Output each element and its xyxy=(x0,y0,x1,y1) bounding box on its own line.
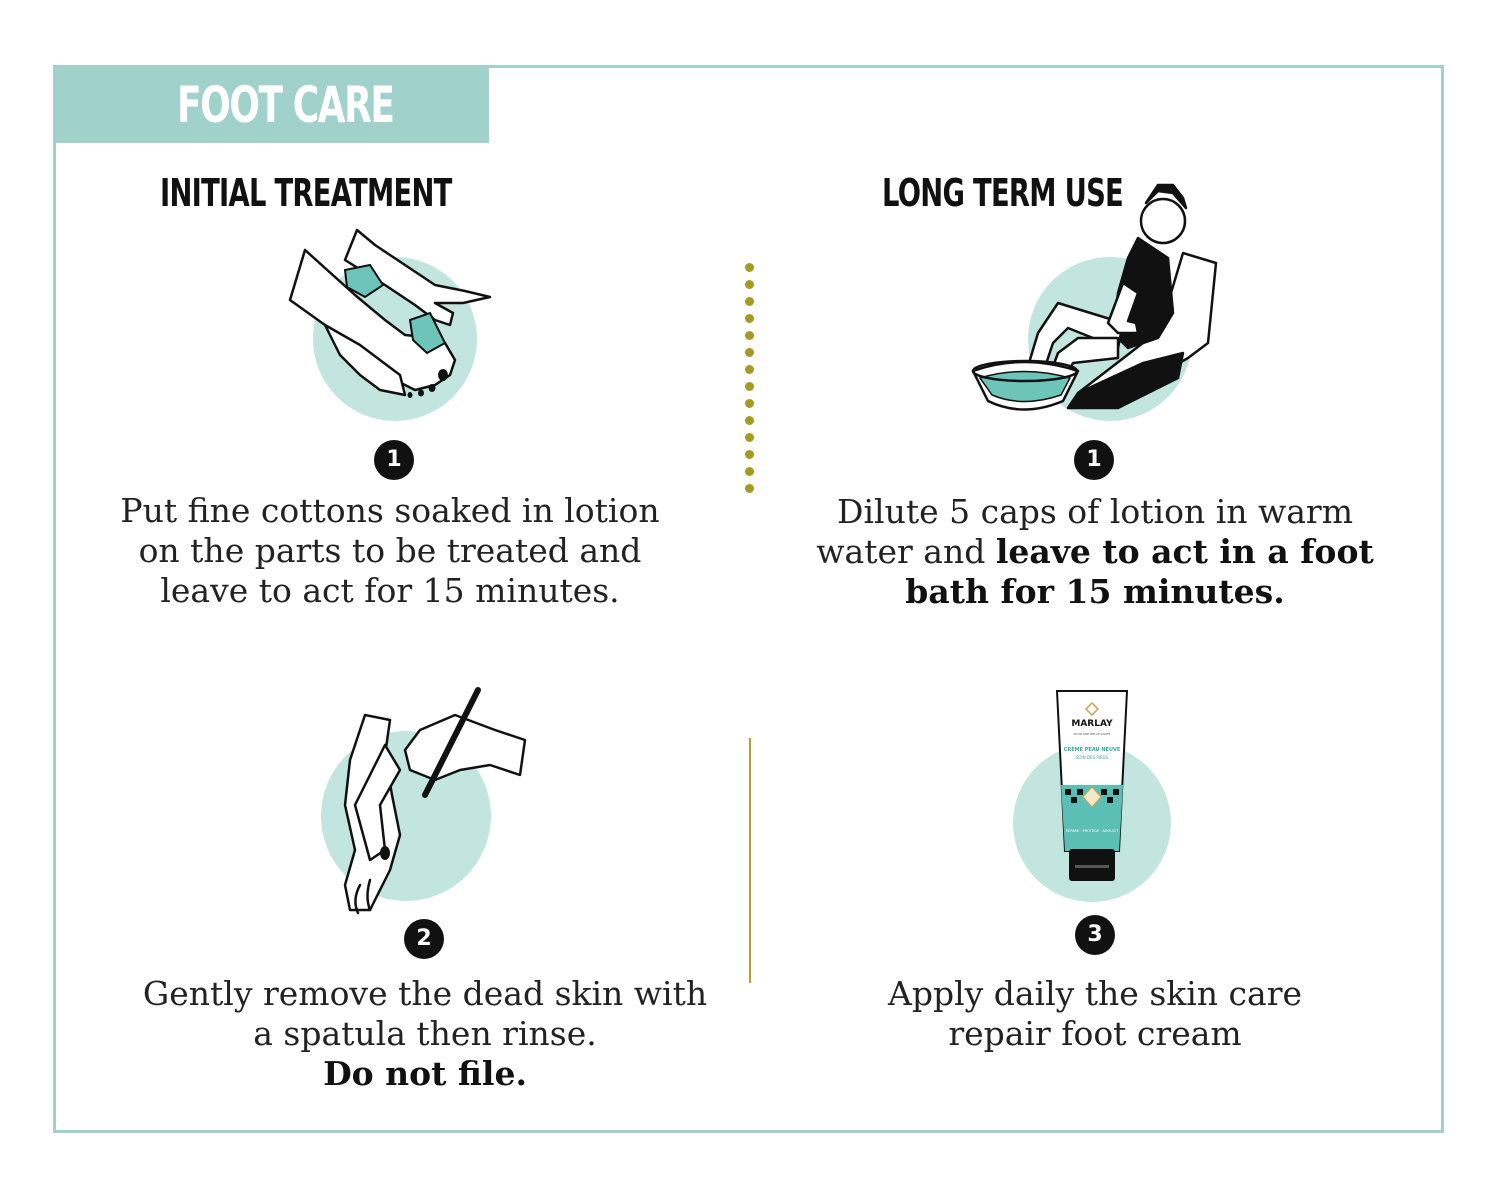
product-tagline: POUR UNE BELLE SANTÉ xyxy=(1073,732,1111,736)
heading-initial-treatment: INITIAL TREATMENT xyxy=(160,171,452,215)
title-banner xyxy=(53,65,489,143)
cream-tube-product: MARLAY POUR UNE BELLE SANTÉ CRÈME PEAU N… xyxy=(1055,689,1129,883)
card-frame xyxy=(53,65,1444,1133)
product-subname: SOIN DES PIEDS xyxy=(1075,755,1109,760)
product-footer: RÉPARE · PROTÈGE · ADOUCIT xyxy=(1065,829,1119,833)
product-brand: MARLAY xyxy=(1071,719,1113,729)
spatula-foot-icon xyxy=(343,687,527,915)
product-name: CRÈME PEAU NEUVE xyxy=(1063,747,1121,753)
step-number-badge: 2 xyxy=(404,919,444,959)
step-number-badge: 3 xyxy=(1075,915,1115,955)
heading-long-term-use: LONG TERM USE xyxy=(882,171,1124,215)
step-number-badge: 1 xyxy=(374,440,414,480)
step-3-text: Apply daily the skin care repair foot cr… xyxy=(887,974,1303,1053)
step-number-badge: 1 xyxy=(1074,440,1114,480)
step-2-text: Gently remove the dead skin with a spatu… xyxy=(142,974,708,1093)
step-1-longterm-text: Dilute 5 caps of lotion in warm water an… xyxy=(816,492,1374,611)
foot-bath-icon xyxy=(971,183,1218,411)
solid-divider xyxy=(749,738,751,983)
cotton-foot-icon xyxy=(288,228,492,398)
page-title: FOOT CARE xyxy=(177,76,395,134)
step-1-text: Put fine cottons soaked in lotion on the… xyxy=(120,491,660,610)
dotted-divider xyxy=(745,263,755,501)
